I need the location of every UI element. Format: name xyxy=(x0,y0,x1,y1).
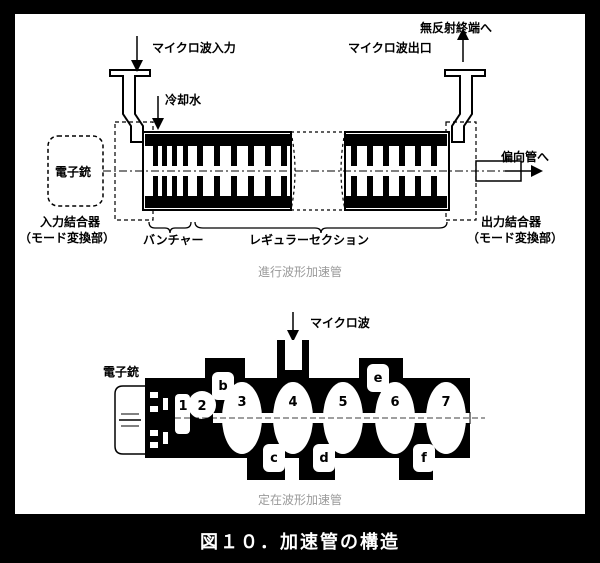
cell-label-2: 2 xyxy=(197,399,206,414)
side-cell-d: d xyxy=(319,451,328,466)
traveling-wave-accelerator: マイクロ波入力 マイクロ波出口 無反射終端へ 冷却水 電子銃 偏向管へ 入力結合… xyxy=(19,20,563,279)
label-to-deflector: 偏向管へ xyxy=(501,149,549,164)
caption-standing-wave: 定在波形加速管 xyxy=(258,492,342,507)
output-waveguide xyxy=(444,69,486,143)
side-cell-c: c xyxy=(270,451,278,466)
label-microwave-out: マイクロ波出口 xyxy=(348,40,432,55)
buncher-brace xyxy=(148,221,192,234)
cell-label-1: 1 xyxy=(178,399,187,414)
waveguide-port xyxy=(285,340,302,370)
label-input-coupler-mode: （モード変換部） xyxy=(19,230,115,245)
regular-section-brace xyxy=(194,221,448,234)
label-to-terminal: 無反射終端へ xyxy=(420,20,492,35)
standing-wave-accelerator: マイクロ波 電子銃 xyxy=(103,312,485,507)
electron-gun-box xyxy=(47,135,104,207)
label-output-coupler: 出力結合器 xyxy=(481,214,542,229)
cell-label-6: 6 xyxy=(390,395,399,410)
side-cell-f: f xyxy=(421,451,427,466)
label-buncher: バンチャー xyxy=(143,233,203,247)
label-electron-gun-top: 電子銃 xyxy=(55,164,91,179)
diagram-panel: マイクロ波入力 マイクロ波出口 無反射終端へ 冷却水 電子銃 偏向管へ 入力結合… xyxy=(15,14,585,514)
accelerator-diagram: マイクロ波入力 マイクロ波出口 無反射終端へ 冷却水 電子銃 偏向管へ 入力結合… xyxy=(19,20,563,507)
label-microwave: マイクロ波 xyxy=(310,315,371,330)
label-output-coupler-mode: （モード変換部） xyxy=(467,230,563,245)
label-microwave-in: マイクロ波入力 xyxy=(152,40,236,55)
label-input-coupler: 入力結合器 xyxy=(40,214,101,229)
cell-label-7: 7 xyxy=(441,395,450,410)
figure-title: 図１０．加速管の構造 xyxy=(200,532,400,553)
label-electron-gun-bottom: 電子銃 xyxy=(103,364,139,379)
cell-label-5: 5 xyxy=(338,395,347,410)
label-cooling-water: 冷却水 xyxy=(165,92,202,107)
cell-label-4: 4 xyxy=(288,395,297,410)
label-regular-section: レギュラーセクション xyxy=(249,232,369,247)
caption-traveling-wave: 進行波形加速管 xyxy=(258,264,342,279)
gun-internals xyxy=(150,392,168,448)
side-cell-e: e xyxy=(374,371,383,386)
side-cell-b: b xyxy=(218,379,227,394)
cell-label-3: 3 xyxy=(237,395,246,410)
